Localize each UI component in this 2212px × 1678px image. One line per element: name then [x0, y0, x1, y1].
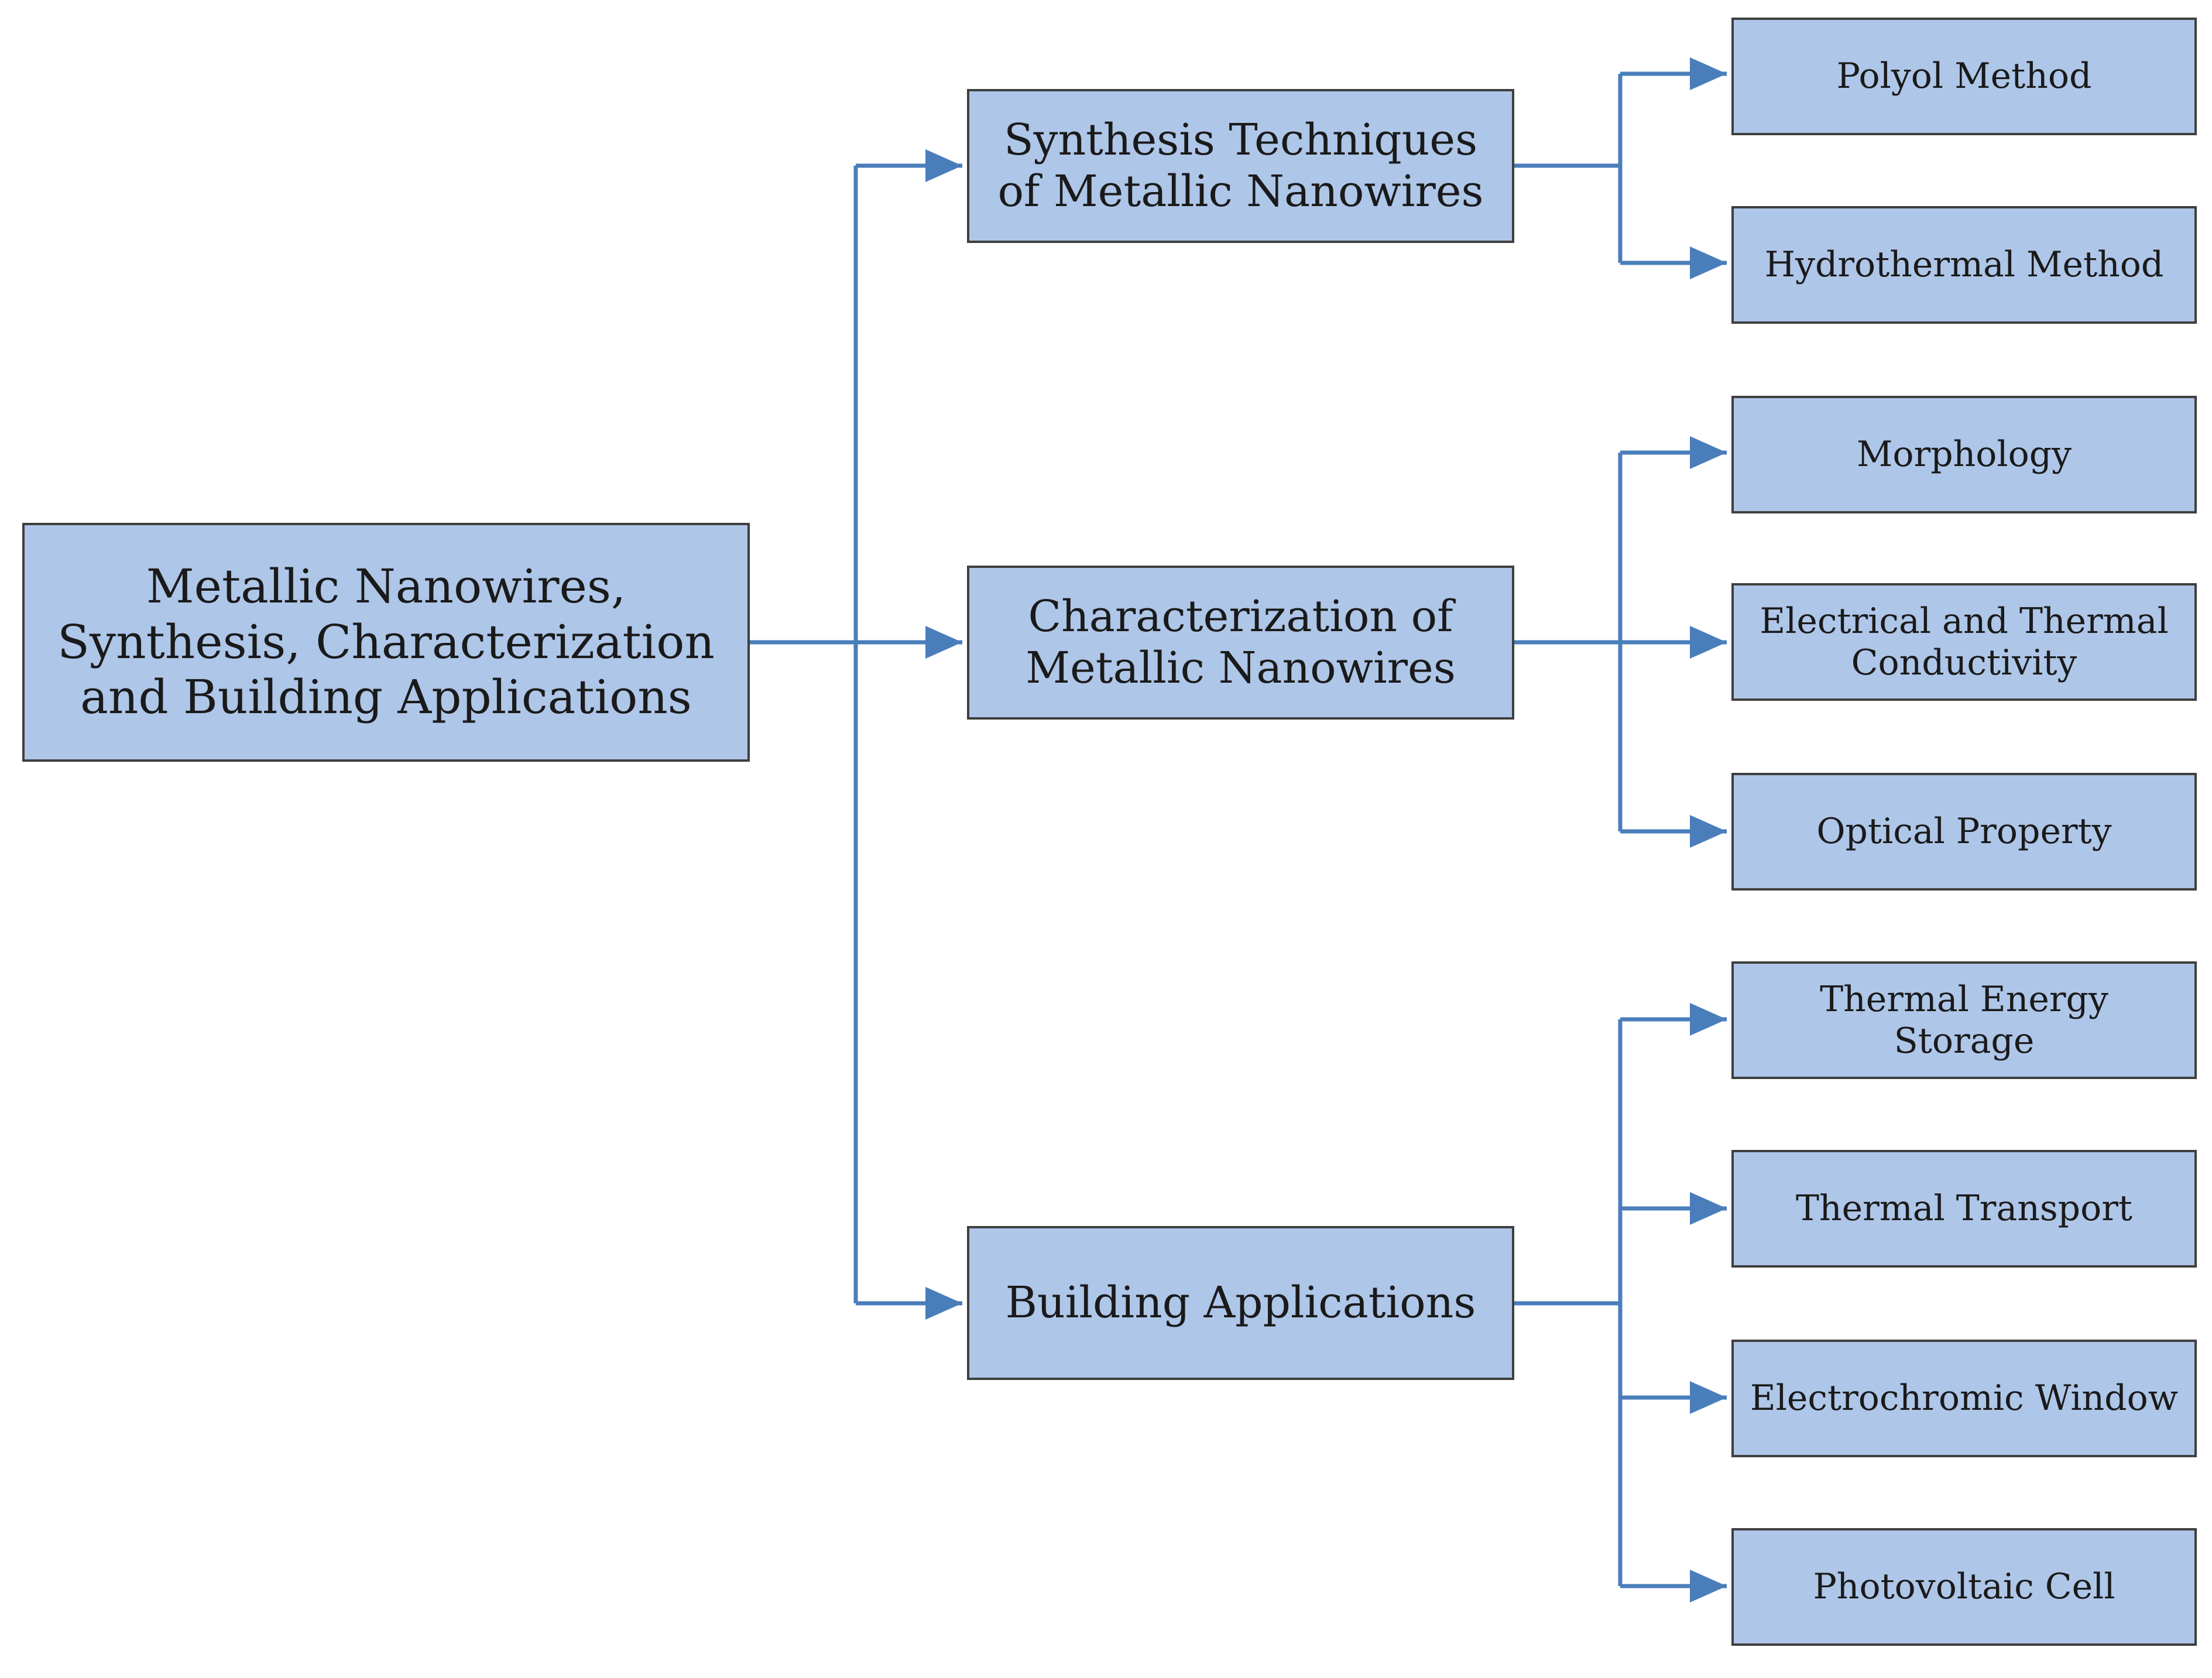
- leaf-node-thermal-transport: Thermal Transport: [1731, 1150, 2197, 1268]
- leaf-node-electrochromic-window: Electrochromic Window: [1731, 1340, 2197, 1457]
- branch-label-characterization: Characterization of Metallic Nanowires: [1026, 591, 1456, 693]
- branch-label-synthesis: Synthesis Techniques of Metallic Nanowir…: [997, 115, 1484, 217]
- leaf-label: Electrochromic Window: [1750, 1378, 2179, 1419]
- branch-label-applications: Building Applications: [1005, 1277, 1476, 1328]
- leaf-label: Morphology: [1856, 434, 2072, 475]
- leaf-node-conductivity: Electrical and Thermal Conductivity: [1731, 583, 2197, 701]
- leaf-node-hydrothermal-method: Hydrothermal Method: [1731, 206, 2197, 324]
- leaf-node-photovoltaic-cell: Photovoltaic Cell: [1731, 1528, 2197, 1646]
- leaf-node-polyol-method: Polyol Method: [1731, 18, 2197, 135]
- leaf-label: Electrical and Thermal Conductivity: [1760, 600, 2169, 683]
- leaf-label: Photovoltaic Cell: [1813, 1566, 2115, 1608]
- leaf-label: Thermal Energy Storage: [1820, 978, 2108, 1061]
- leaf-label: Optical Property: [1816, 811, 2112, 852]
- leaf-label: Thermal Transport: [1795, 1188, 2132, 1230]
- leaf-label: Polyol Method: [1836, 56, 2092, 97]
- branch-node-characterization: Characterization of Metallic Nanowires: [967, 566, 1514, 720]
- leaf-node-morphology: Morphology: [1731, 396, 2197, 513]
- root-label: Metallic Nanowires, Synthesis, Character…: [57, 559, 715, 725]
- leaf-label: Hydrothermal Method: [1764, 244, 2164, 286]
- root-node: Metallic Nanowires, Synthesis, Character…: [22, 523, 750, 762]
- branch-node-applications: Building Applications: [967, 1226, 1514, 1380]
- branch-node-synthesis: Synthesis Techniques of Metallic Nanowir…: [967, 89, 1514, 243]
- leaf-node-thermal-energy-storage: Thermal Energy Storage: [1731, 961, 2197, 1079]
- leaf-node-optical-property: Optical Property: [1731, 773, 2197, 891]
